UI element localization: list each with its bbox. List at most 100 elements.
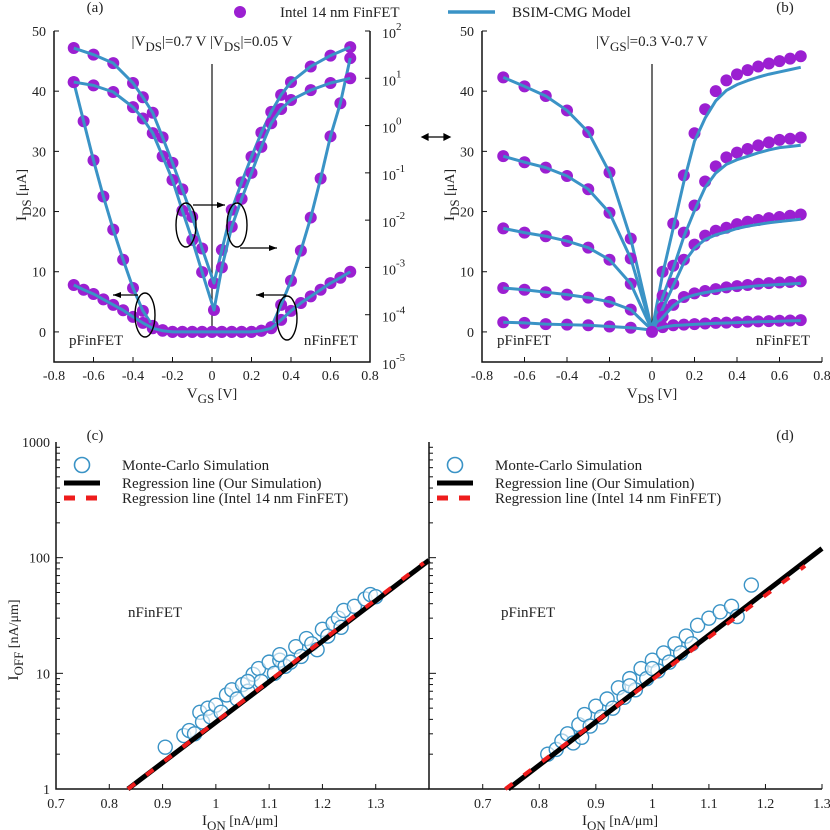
x-tick-label: 1.2 <box>314 797 332 812</box>
measured-point <box>762 277 775 290</box>
curve-group-ellipse <box>134 292 156 338</box>
x-tick-label: 0.7 <box>47 797 65 812</box>
y-tick-label: 10 <box>460 266 474 281</box>
device-label-n: nFinFET <box>756 333 810 349</box>
legend-reg-ours-label: Regression line (Our Simulation) <box>122 476 322 492</box>
measured-point <box>794 131 807 144</box>
y2-tick-base: 10 <box>382 27 396 42</box>
y2-tick-base: 10 <box>382 263 396 278</box>
y2-tick-label: 102 <box>382 21 402 42</box>
regression-line-intel <box>126 561 425 791</box>
measured-point <box>741 142 754 155</box>
mc-point <box>743 577 760 593</box>
measured-point <box>731 68 743 81</box>
x-tick-label: 0 <box>649 369 656 384</box>
legend-mc-marker <box>73 456 91 474</box>
y2-tick-label: 10-3 <box>382 257 406 278</box>
model-curve-n-1 <box>650 143 801 331</box>
measured-point <box>784 52 797 65</box>
x-tick-label: 1.2 <box>757 797 775 812</box>
y2-tick-label: 10-1 <box>382 163 405 184</box>
y-tick-label: 10 <box>32 266 46 281</box>
x-tick-label: 0.8 <box>813 369 830 384</box>
legend-model-label: BSIM-CMG Model <box>512 5 631 21</box>
panel-c-xlabel-unit: [nA/μm] <box>226 814 278 829</box>
y-tick-label: 20 <box>460 206 474 221</box>
x-tick-label: -0.6 <box>513 369 535 384</box>
y2-tick-label: 101 <box>382 68 402 89</box>
x-tick-label: 0.9 <box>587 797 605 812</box>
annotation-part: |=0.05 V <box>240 34 292 50</box>
panel-b-ylabel-main: I <box>442 216 458 221</box>
device-label-n: nFinFET <box>304 333 358 349</box>
arrow-head <box>269 245 277 251</box>
curve-group-ellipse <box>276 295 298 341</box>
measured-point <box>762 136 775 149</box>
device-label: nFinFET <box>128 605 182 621</box>
model-curve-3 <box>73 76 351 312</box>
panel-d-xlabel-sub: ON <box>587 818 606 830</box>
measured-point <box>741 64 754 77</box>
y2-tick-label: 100 <box>382 116 402 137</box>
model-curve-n-0 <box>650 65 802 331</box>
y-tick-label: 20 <box>32 206 46 221</box>
measured-point <box>709 85 722 98</box>
x-tick-label: 0.8 <box>361 369 379 384</box>
panel-d-xlabel: ION [nA/μm] <box>582 813 658 830</box>
panel-b-xlabel-text: VDS [V] <box>627 386 677 406</box>
annotation-part: |V <box>132 34 146 50</box>
y-tick-label: 1000 <box>22 436 50 451</box>
y-tick-label: 30 <box>32 145 46 160</box>
panel-c-ylabel: IOFF [nA/μm] <box>6 599 26 680</box>
panel-a-annotation: |VDS|=0.7 V |VDS|=0.05 V <box>132 34 293 54</box>
panel-a-xlabel-sub: GS <box>198 391 215 406</box>
x-tick-label: 0.2 <box>686 369 704 384</box>
measured-point <box>784 132 797 145</box>
measured-point <box>794 50 807 63</box>
panel-b-ylabel-unit: [μA] <box>443 169 458 199</box>
x-tick-label: -0.4 <box>122 369 144 384</box>
y2-tick-base: 10 <box>382 216 396 231</box>
regression-line-ours <box>506 546 824 791</box>
y2-tick-base: 10 <box>382 122 396 137</box>
y2-tick-exp: 1 <box>396 68 402 80</box>
x-tick-label: 1 <box>649 797 656 812</box>
panel-a-xlabel-text: VGS [V] <box>187 386 237 406</box>
measured-point <box>720 151 733 164</box>
y2-tick-exp: -3 <box>396 257 406 269</box>
panel-d-xlabel-main: I <box>582 813 587 829</box>
panel-a-ylabel-main: I <box>14 216 30 221</box>
mc-point <box>157 739 173 755</box>
legend-reg-ours-label: Regression line (Our Simulation) <box>495 476 695 492</box>
panel-b-annotation: |VGS|=0.3 V-0.7 V <box>596 34 708 54</box>
annotation-part: |=0.7 V |V <box>162 34 224 50</box>
y2-tick-base: 10 <box>382 169 396 184</box>
x-tick-label: 1.3 <box>813 797 830 812</box>
x-tick-label: -0.6 <box>82 369 104 384</box>
model-curve-p-0 <box>502 75 654 331</box>
annotation-part: DS <box>145 39 162 54</box>
y-tick-label: 40 <box>32 85 46 100</box>
panel-a-ylabel-text: IDS [μA] <box>14 169 34 221</box>
panel-b-xlabel-sub: DS <box>638 391 655 406</box>
y2-tick-exp: -2 <box>396 210 405 222</box>
annotation-part: |=0.3 V-0.7 V <box>627 34 708 50</box>
model-curve-p-2 <box>502 226 654 331</box>
panel-c-ylabel-sub: OFF <box>11 652 26 676</box>
y2-tick-exp: 0 <box>396 116 402 128</box>
panel-label: (a) <box>87 0 104 16</box>
panel-b-ylabel-text: IDS [μA] <box>442 169 462 221</box>
y-tick-label: 1 <box>43 783 50 798</box>
panel-a-ylabel: IDS [μA] <box>14 169 34 221</box>
legend-reg-intel-label: Regression line (Intel 14 nm FinFET) <box>495 491 721 507</box>
panel-b-xlabel-unit: [V] <box>654 387 677 402</box>
panel-b-ylabel-sub: DS <box>447 199 462 216</box>
y-tick-label: 0 <box>467 326 474 341</box>
x-tick-label: 0.2 <box>243 369 261 384</box>
annotation-part: DS <box>224 39 241 54</box>
measured-point <box>762 57 775 70</box>
panel-d-xlabel-unit: [nA/μm] <box>606 814 658 829</box>
panel-b-ylabel: IDS [μA] <box>442 169 462 221</box>
y2-tick-base: 10 <box>382 74 396 89</box>
x-tick-label: 0.7 <box>474 797 492 812</box>
